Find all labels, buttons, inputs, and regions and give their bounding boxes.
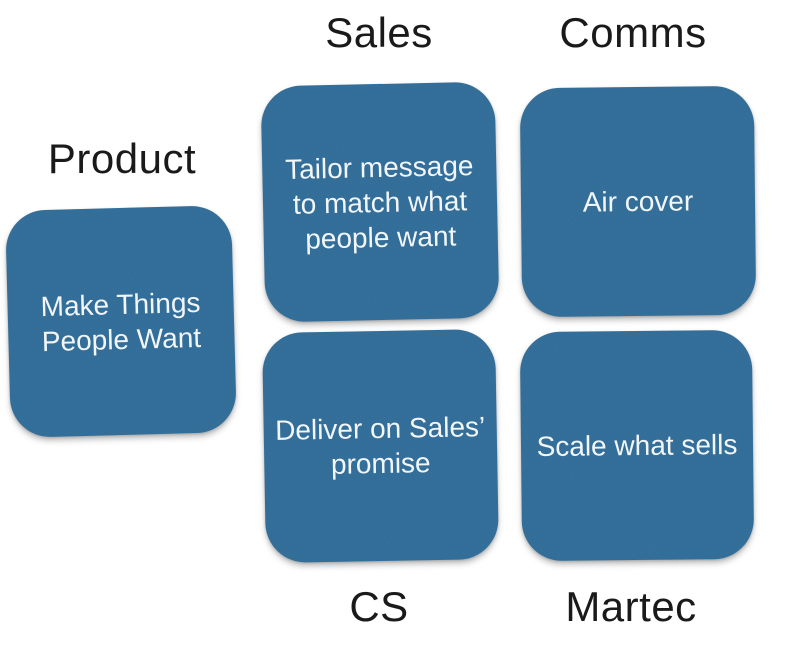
sales-label: Sales <box>325 9 433 56</box>
note-line: People Want <box>41 321 202 357</box>
note-line: Make Things <box>40 286 201 322</box>
note-line: Air cover <box>582 185 694 218</box>
note-line: Deliver on Sales’ <box>274 411 486 446</box>
cs-label: CS <box>349 583 409 630</box>
product-label: Product <box>47 135 197 182</box>
sales-note-text: Tailor message to match what people want <box>279 147 481 256</box>
martec-label: Martec <box>565 583 697 630</box>
comms-note-text: Air cover <box>577 183 700 219</box>
martec-note: Scale what sells <box>519 329 755 562</box>
comms-note: Air cover <box>519 85 757 318</box>
product-note-text: Make Things People Want <box>34 284 208 358</box>
note-line: to match what <box>292 184 468 220</box>
product-note: Make Things People Want <box>5 205 237 438</box>
comms-label: Comms <box>559 9 707 56</box>
martec-note-text: Scale what sells <box>530 427 743 464</box>
cs-note-text: Deliver on Sales’ promise <box>269 409 492 483</box>
sales-note: Tailor message to match what people want <box>260 81 500 323</box>
cs-note: Deliver on Sales’ promise <box>262 328 499 564</box>
note-line: Scale what sells <box>536 428 738 463</box>
note-line: promise <box>330 447 431 480</box>
note-line: people want <box>304 219 457 255</box>
note-line: Tailor message <box>284 149 474 185</box>
